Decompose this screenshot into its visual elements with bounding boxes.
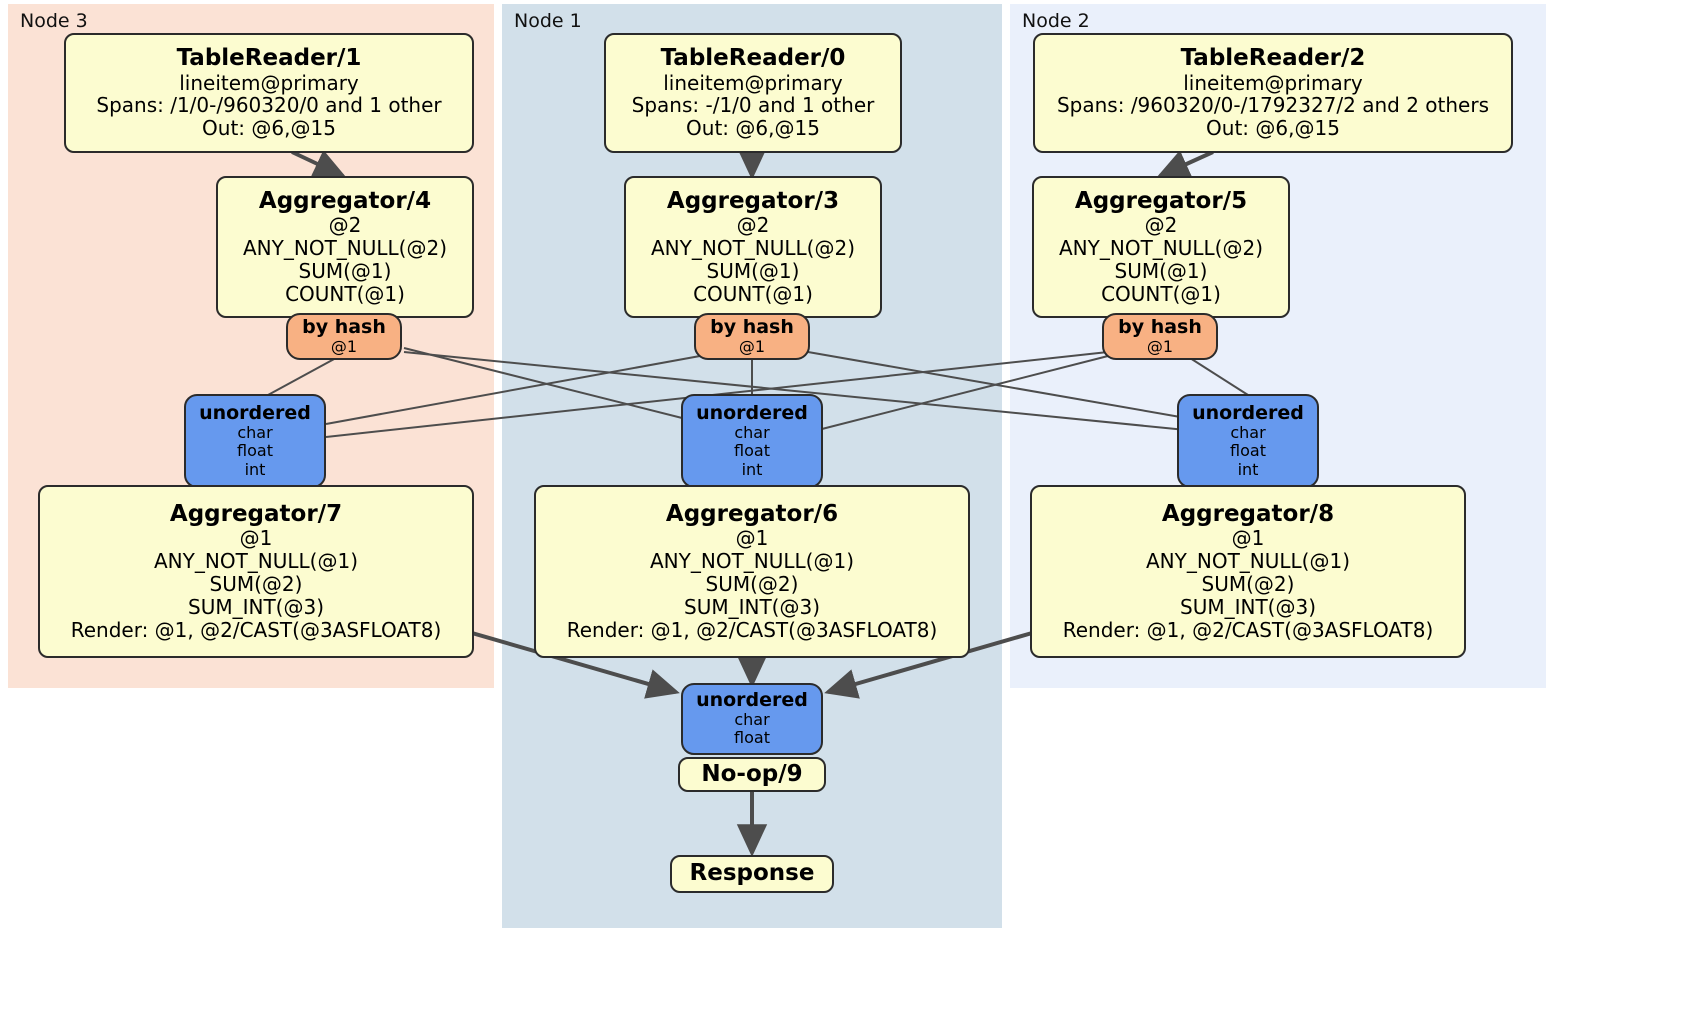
processor-line: ANY_NOT_NULL(@1) bbox=[154, 549, 358, 574]
router-line: int bbox=[244, 459, 266, 479]
node-panel-label-node3: Node 3 bbox=[20, 10, 88, 32]
router-line: int bbox=[1237, 459, 1259, 479]
output-router-by-hash-3[interactable]: by hash @1 bbox=[694, 313, 810, 360]
router-line: float bbox=[734, 728, 770, 748]
processor-line: SUM_INT(@3) bbox=[1180, 594, 1316, 619]
output-router-line: @1 bbox=[1146, 336, 1174, 356]
router-line: float bbox=[734, 441, 770, 461]
processor-line: @1 bbox=[735, 526, 769, 551]
processor-line: COUNT(@1) bbox=[285, 281, 405, 306]
input-synchronizer-unordered-final[interactable]: unordered char float bbox=[681, 683, 823, 755]
processor-line: Spans: /1/0-/960320/0 and 1 other bbox=[96, 93, 442, 118]
node-panel-label-node1: Node 1 bbox=[514, 10, 582, 32]
processor-line: ANY_NOT_NULL(@1) bbox=[1146, 549, 1350, 574]
router-line: char bbox=[237, 422, 273, 442]
processor-line: SUM(@1) bbox=[1114, 258, 1208, 283]
router-title: unordered bbox=[696, 689, 808, 711]
input-synchronizer-unordered-mid[interactable]: unordered char float int bbox=[681, 394, 823, 488]
processor-title: Aggregator/4 bbox=[258, 187, 432, 214]
processor-title: Aggregator/5 bbox=[1074, 187, 1248, 214]
router-line: float bbox=[237, 441, 273, 461]
processor-line: SUM(@2) bbox=[705, 571, 799, 596]
router-title: unordered bbox=[696, 401, 808, 424]
node-panel-label-node2: Node 2 bbox=[1022, 10, 1090, 32]
output-router-by-hash-5[interactable]: by hash @1 bbox=[1102, 313, 1218, 360]
router-line: float bbox=[1230, 441, 1266, 461]
processor-response[interactable]: Response bbox=[670, 855, 834, 893]
router-title: unordered bbox=[1192, 401, 1304, 424]
input-synchronizer-unordered-right[interactable]: unordered char float int bbox=[1177, 394, 1319, 488]
processor-line: Out: @6,@15 bbox=[1206, 116, 1340, 141]
processor-line: @1 bbox=[1231, 526, 1265, 551]
processor-line: SUM(@1) bbox=[706, 258, 800, 283]
processor-line: Render: @1, @2/CAST(@3ASFLOAT8) bbox=[70, 617, 442, 642]
processor-line: SUM_INT(@3) bbox=[188, 594, 324, 619]
processor-tablereader-1[interactable]: TableReader/1 lineitem@primary Spans: /1… bbox=[64, 33, 474, 153]
processor-line: ANY_NOT_NULL(@2) bbox=[651, 236, 855, 261]
output-router-title: by hash bbox=[710, 315, 794, 338]
output-router-line: @1 bbox=[330, 336, 358, 356]
router-line: int bbox=[741, 459, 763, 479]
processor-line: lineitem@primary bbox=[663, 70, 843, 95]
processor-line: ANY_NOT_NULL(@2) bbox=[1059, 236, 1263, 261]
processor-line: @2 bbox=[1144, 213, 1178, 238]
processor-aggregator-5[interactable]: Aggregator/5 @2 ANY_NOT_NULL(@2) SUM(@1)… bbox=[1032, 176, 1290, 318]
processor-title: No-op/9 bbox=[701, 760, 803, 787]
processor-line: SUM(@2) bbox=[209, 571, 303, 596]
processor-line: COUNT(@1) bbox=[693, 281, 813, 306]
processor-tablereader-2[interactable]: TableReader/2 lineitem@primary Spans: /9… bbox=[1033, 33, 1513, 153]
processor-aggregator-7[interactable]: Aggregator/7 @1 ANY_NOT_NULL(@1) SUM(@2)… bbox=[38, 485, 474, 658]
output-router-line: @1 bbox=[738, 336, 766, 356]
processor-line: Out: @6,@15 bbox=[202, 116, 336, 141]
processor-title: Aggregator/3 bbox=[666, 187, 840, 214]
processor-line: lineitem@primary bbox=[1183, 70, 1363, 95]
processor-line: SUM(@2) bbox=[1201, 571, 1295, 596]
processor-line: SUM(@1) bbox=[298, 258, 392, 283]
processor-title: TableReader/1 bbox=[176, 44, 362, 71]
processor-title: TableReader/2 bbox=[1180, 44, 1366, 71]
processor-title: Aggregator/6 bbox=[665, 500, 839, 527]
processor-title: Aggregator/8 bbox=[1161, 500, 1335, 527]
processor-aggregator-8[interactable]: Aggregator/8 @1 ANY_NOT_NULL(@1) SUM(@2)… bbox=[1030, 485, 1466, 658]
output-router-title: by hash bbox=[1118, 315, 1202, 338]
processor-line: lineitem@primary bbox=[179, 70, 359, 95]
input-synchronizer-unordered-left[interactable]: unordered char float int bbox=[184, 394, 326, 488]
output-router-title: by hash bbox=[302, 315, 386, 338]
processor-line: ANY_NOT_NULL(@2) bbox=[243, 236, 447, 261]
processor-title: TableReader/0 bbox=[660, 44, 846, 71]
processor-line: Spans: /960320/0-/1792327/2 and 2 others bbox=[1056, 93, 1489, 118]
processor-aggregator-3[interactable]: Aggregator/3 @2 ANY_NOT_NULL(@2) SUM(@1)… bbox=[624, 176, 882, 318]
router-title: unordered bbox=[199, 401, 311, 424]
processor-line: @1 bbox=[239, 526, 273, 551]
processor-line: @2 bbox=[328, 213, 362, 238]
output-router-by-hash-4[interactable]: by hash @1 bbox=[286, 313, 402, 360]
processor-aggregator-4[interactable]: Aggregator/4 @2 ANY_NOT_NULL(@2) SUM(@1)… bbox=[216, 176, 474, 318]
processor-title: Aggregator/7 bbox=[169, 500, 343, 527]
processor-line: Render: @1, @2/CAST(@3ASFLOAT8) bbox=[1062, 617, 1434, 642]
router-line: char bbox=[1230, 422, 1266, 442]
processor-line: COUNT(@1) bbox=[1101, 281, 1221, 306]
processor-tablereader-0[interactable]: TableReader/0 lineitem@primary Spans: -/… bbox=[604, 33, 902, 153]
processor-line: Spans: -/1/0 and 1 other bbox=[631, 93, 875, 118]
processor-title: Response bbox=[689, 860, 815, 887]
processor-line: Render: @1, @2/CAST(@3ASFLOAT8) bbox=[566, 617, 938, 642]
processor-line: Out: @6,@15 bbox=[686, 116, 820, 141]
processor-line: @2 bbox=[736, 213, 770, 238]
router-line: char bbox=[734, 422, 770, 442]
processor-line: ANY_NOT_NULL(@1) bbox=[650, 549, 854, 574]
processor-line: SUM_INT(@3) bbox=[684, 594, 820, 619]
processor-no-op-9[interactable]: No-op/9 bbox=[678, 757, 826, 792]
processor-aggregator-6[interactable]: Aggregator/6 @1 ANY_NOT_NULL(@1) SUM(@2)… bbox=[534, 485, 970, 658]
router-line: char bbox=[734, 709, 770, 729]
